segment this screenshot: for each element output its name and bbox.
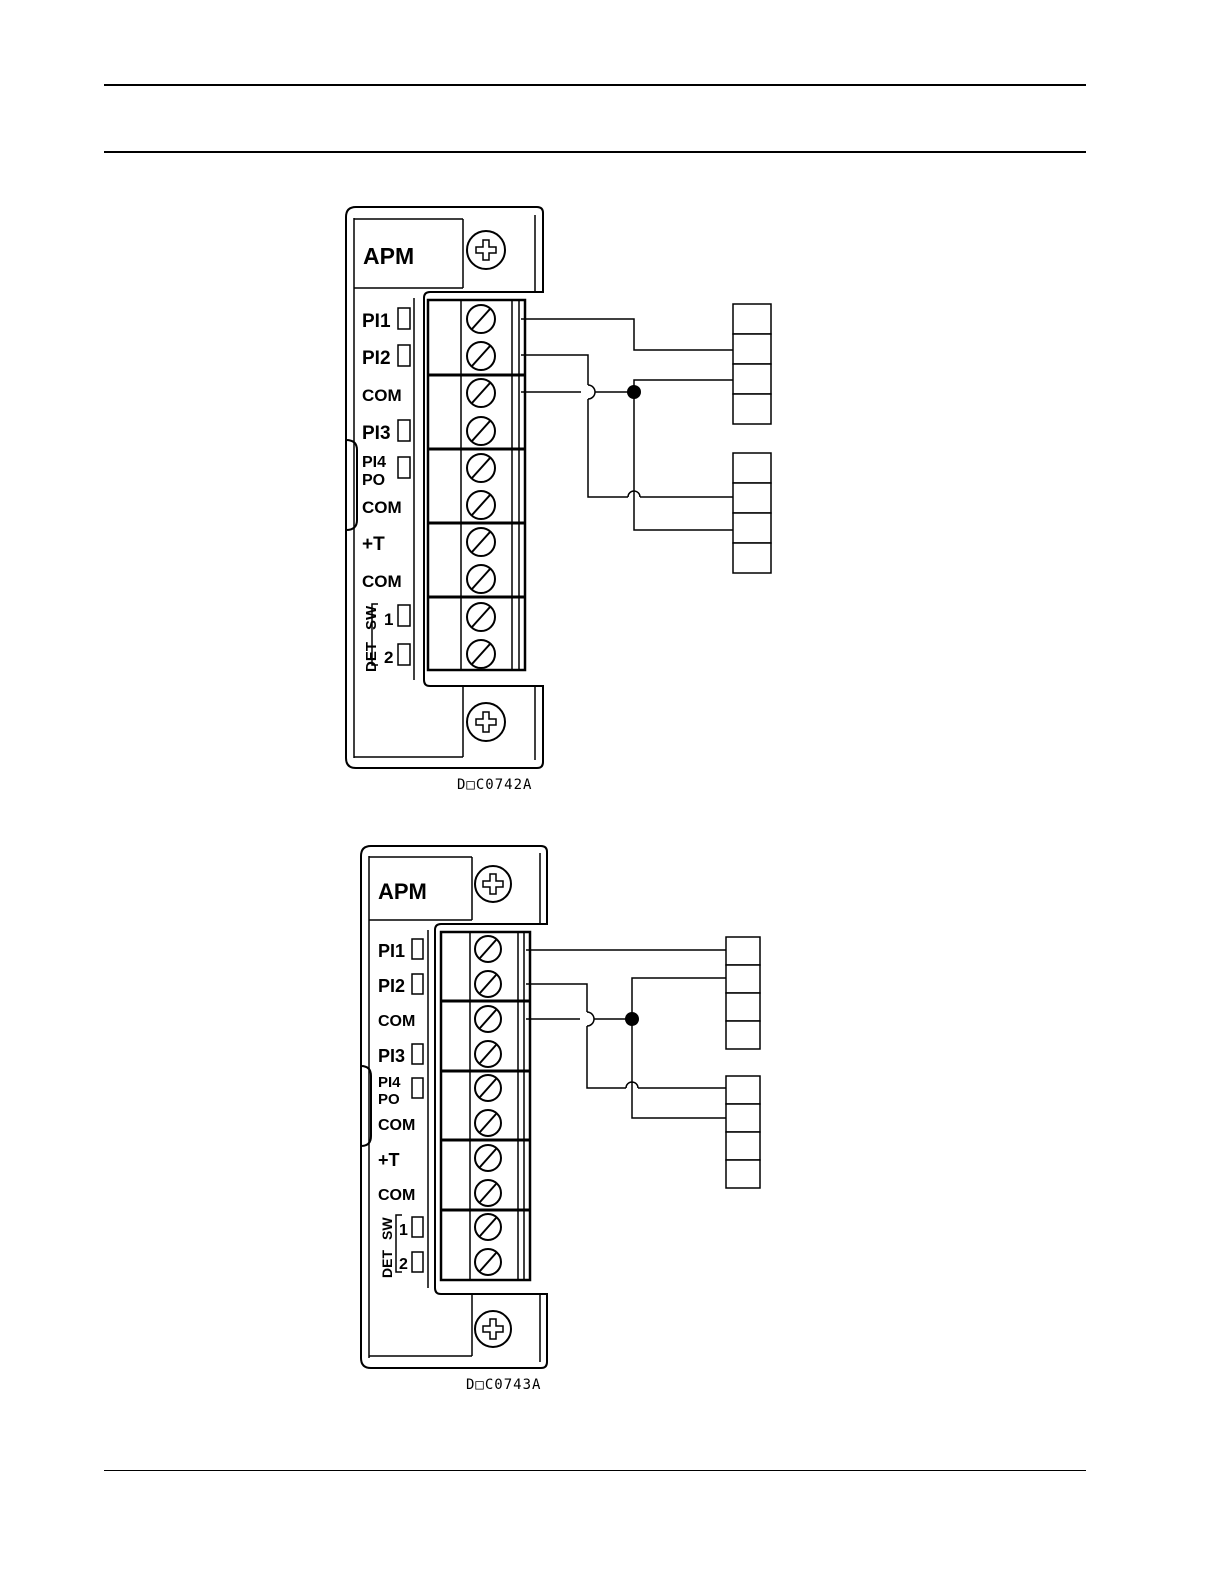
mounting-screw-bottom-icon: [475, 1311, 511, 1347]
terminal-screws: [475, 936, 501, 1275]
drawing-code: D□C0743A: [466, 1377, 541, 1393]
label-det: DET: [363, 642, 380, 672]
label-det-2: 2: [399, 1256, 408, 1273]
label-pi4: PI4: [362, 454, 386, 471]
header-rule-top: [104, 84, 1086, 86]
label-pi4: PI4: [378, 1074, 401, 1091]
label-det-1: 1: [399, 1222, 408, 1239]
terminal-screws: [467, 305, 495, 668]
field-device-connector-lower: [726, 1076, 760, 1188]
label-det: DET: [379, 1250, 395, 1278]
mounting-screw-top-icon: [475, 866, 511, 902]
junction-node: [625, 1012, 639, 1026]
label-pi1: PI1: [378, 941, 405, 961]
module-label: APM: [378, 879, 427, 904]
label-pi2: PI2: [362, 348, 391, 369]
wiring: [526, 950, 726, 1118]
field-device-connector-upper: [733, 304, 771, 424]
label-sw: SW: [363, 605, 380, 630]
wiring-diagram-2: APM PI1 PI2 COM PI3 PI4 PO COM +T COM SW…: [355, 840, 795, 1400]
label-det-1: 1: [384, 610, 393, 629]
label-com-2: COM: [362, 498, 402, 517]
label-pi3: PI3: [378, 1046, 405, 1066]
label-plus-t: +T: [362, 534, 385, 555]
header-rule-bottom: [104, 151, 1086, 153]
label-com-2: COM: [378, 1117, 415, 1134]
label-com-3: COM: [378, 1187, 415, 1204]
label-com-1: COM: [362, 386, 402, 405]
label-com-1: COM: [378, 1013, 415, 1030]
label-po: PO: [362, 472, 385, 489]
field-device-connector-lower: [733, 453, 771, 573]
terminal-block: [441, 932, 530, 1280]
mounting-screw-bottom-icon: [467, 703, 505, 741]
label-sw: SW: [379, 1217, 395, 1240]
footer-rule: [104, 1470, 1086, 1471]
terminal-block: [428, 300, 525, 670]
mounting-screw-top-icon: [467, 231, 505, 269]
label-po: PO: [378, 1091, 400, 1108]
wiring: [521, 319, 733, 530]
label-pi3: PI3: [362, 423, 391, 444]
junction-node: [627, 385, 641, 399]
label-plus-t: +T: [378, 1150, 400, 1170]
wiring-diagram-1: APM PI1 PI2 COM PI3 PI4 PO COM +T COM SW…: [340, 200, 800, 800]
label-det-2: 2: [384, 648, 393, 667]
field-device-connector-upper: [726, 937, 760, 1049]
module-label: APM: [363, 243, 414, 269]
drawing-code: D□C0742A: [457, 777, 532, 793]
label-pi2: PI2: [378, 976, 405, 996]
label-com-3: COM: [362, 572, 402, 591]
label-pi1: PI1: [362, 311, 391, 332]
